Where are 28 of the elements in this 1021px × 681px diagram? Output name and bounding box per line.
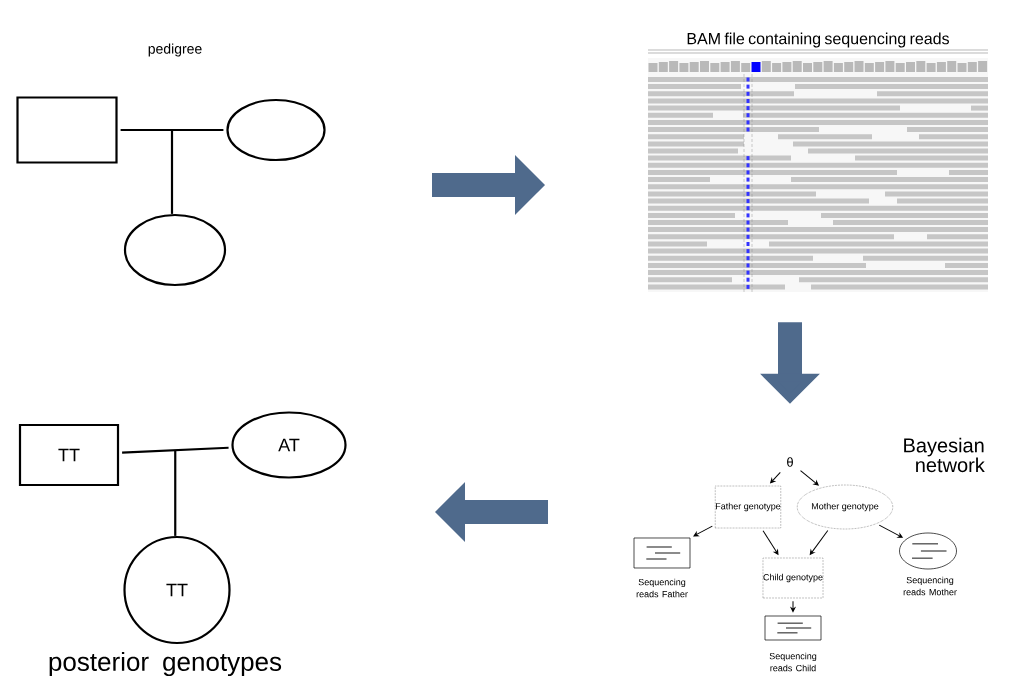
genotype-box: Child genotype xyxy=(762,557,824,599)
pedigree-line xyxy=(120,128,224,132)
node-caption: BAM file containing sequencing reads xyxy=(687,32,949,48)
arrow xyxy=(790,600,796,613)
arrow xyxy=(800,470,819,486)
node-caption: Sequencing reads Father xyxy=(636,578,688,598)
pedigree-line xyxy=(170,130,174,214)
read-alignment-drawing xyxy=(647,49,989,293)
pedigree-square xyxy=(16,96,118,164)
pedigree-line xyxy=(122,446,229,454)
reads-icon xyxy=(764,615,822,641)
arrow xyxy=(809,530,829,555)
reads-icon xyxy=(633,537,691,569)
theta-symbol: θ xyxy=(787,457,793,467)
arrow xyxy=(878,524,903,538)
heading: Bayesian network xyxy=(904,437,985,473)
genotype-box: Father genotype xyxy=(715,485,782,529)
reads-icon xyxy=(899,532,957,570)
pedigree-square: TT xyxy=(18,423,120,487)
pedigree-circle xyxy=(226,98,326,162)
arrow xyxy=(693,525,713,537)
pedigree-line xyxy=(174,450,177,536)
heading: pedigree xyxy=(148,43,202,57)
node-caption: Sequencing reads Mother xyxy=(903,576,957,596)
pedigree-circle xyxy=(123,213,227,287)
arrow xyxy=(770,471,781,484)
node-caption: Sequencing reads Child xyxy=(769,652,817,672)
arrow xyxy=(762,530,779,555)
